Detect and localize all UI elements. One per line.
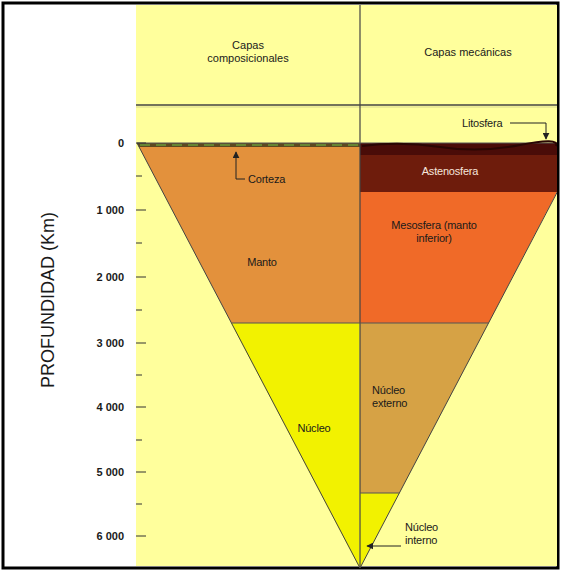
outer-core-region: Núcleo externo: [360, 323, 489, 493]
depth-value: 3 000: [64, 337, 124, 350]
layer-label: Litosfera: [462, 117, 502, 130]
depth-value: 2 000: [64, 271, 124, 284]
column-header: Capas composicionales: [202, 39, 294, 65]
depth-value: 0: [64, 137, 124, 150]
layer-label: Núcleo externo: [372, 384, 430, 410]
layer-shape: [137, 143, 360, 147]
depth-value: 5 000: [64, 466, 124, 479]
column-header: Capas mecánicas: [422, 46, 514, 59]
depth-value: 4 000: [64, 401, 124, 414]
layer-label: Núcleo interno: [405, 521, 467, 547]
depth-value: 6 000: [64, 530, 124, 543]
asthenosphere-band: Astenosfera: [360, 155, 557, 192]
axis-title: PROFUNDIDAD (Km): [38, 212, 58, 388]
mesosphere-region: Mesosfera (manto inferior): [360, 192, 557, 323]
layer-label: Manto: [247, 256, 277, 269]
layer-shape: [360, 192, 557, 323]
layer-label: Mesosfera (manto inferior): [384, 219, 484, 245]
layer-label: Corteza: [248, 173, 285, 186]
depth-value: 1 000: [64, 204, 124, 217]
crust-band: Corteza: [137, 143, 360, 147]
layer-label: Astenosfera: [422, 165, 479, 178]
layer-label: Núcleo: [297, 422, 330, 435]
